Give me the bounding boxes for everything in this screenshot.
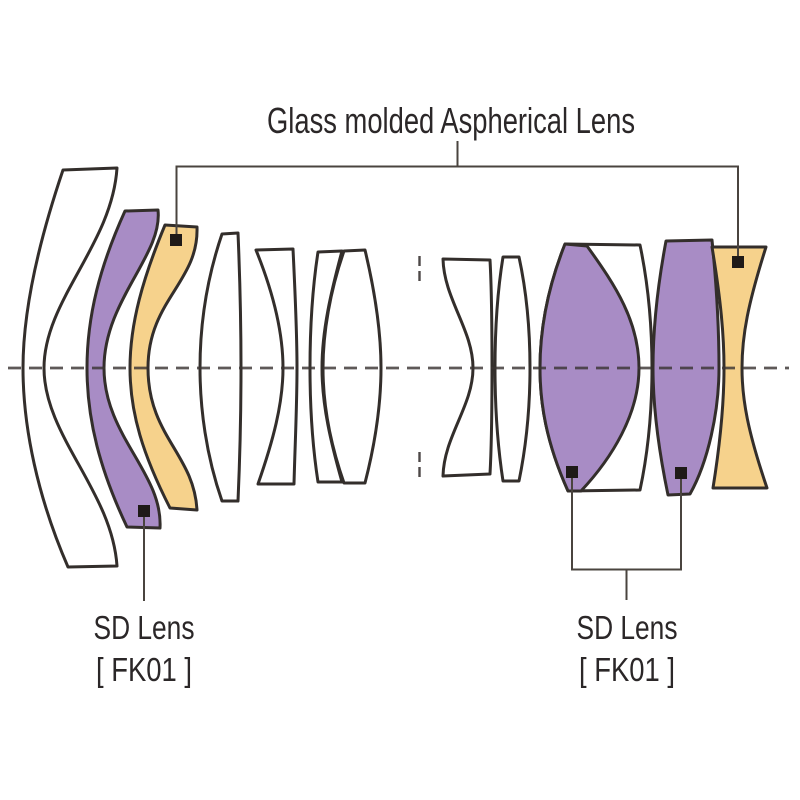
sd-lens-front-label: SD Lens <box>94 609 195 646</box>
lens-element-13-aspherical <box>710 245 769 490</box>
callout-labels: Glass molded Aspherical Lens SD Lens [ F… <box>94 100 678 688</box>
lens-element-10-sd <box>538 242 641 493</box>
sd-lens-rear-code-label: [ FK01 ] <box>579 651 675 688</box>
lens-element-3-aspherical <box>128 223 199 512</box>
lens-element-7 <box>321 248 383 485</box>
marker-sd-rear-1 <box>566 466 578 478</box>
lens-element-8 <box>441 257 494 478</box>
marker-sd-front <box>138 505 150 517</box>
aspherical-leader-line <box>175 165 739 262</box>
lens-element-2-sd <box>85 208 162 530</box>
lens-element-1 <box>21 166 119 569</box>
sd-lens-rear-label: SD Lens <box>577 609 678 646</box>
callout-leaders <box>143 141 739 601</box>
sd-lens-front-code-label: [ FK01 ] <box>96 651 192 688</box>
aspherical-lens-label: Glass molded Aspherical Lens <box>267 100 635 141</box>
marker-sd-rear-2 <box>675 467 687 479</box>
lens-element-5 <box>254 247 299 486</box>
marker-aspherical-rear <box>732 256 744 268</box>
marker-aspherical-front <box>170 234 182 246</box>
callout-markers <box>138 234 744 517</box>
